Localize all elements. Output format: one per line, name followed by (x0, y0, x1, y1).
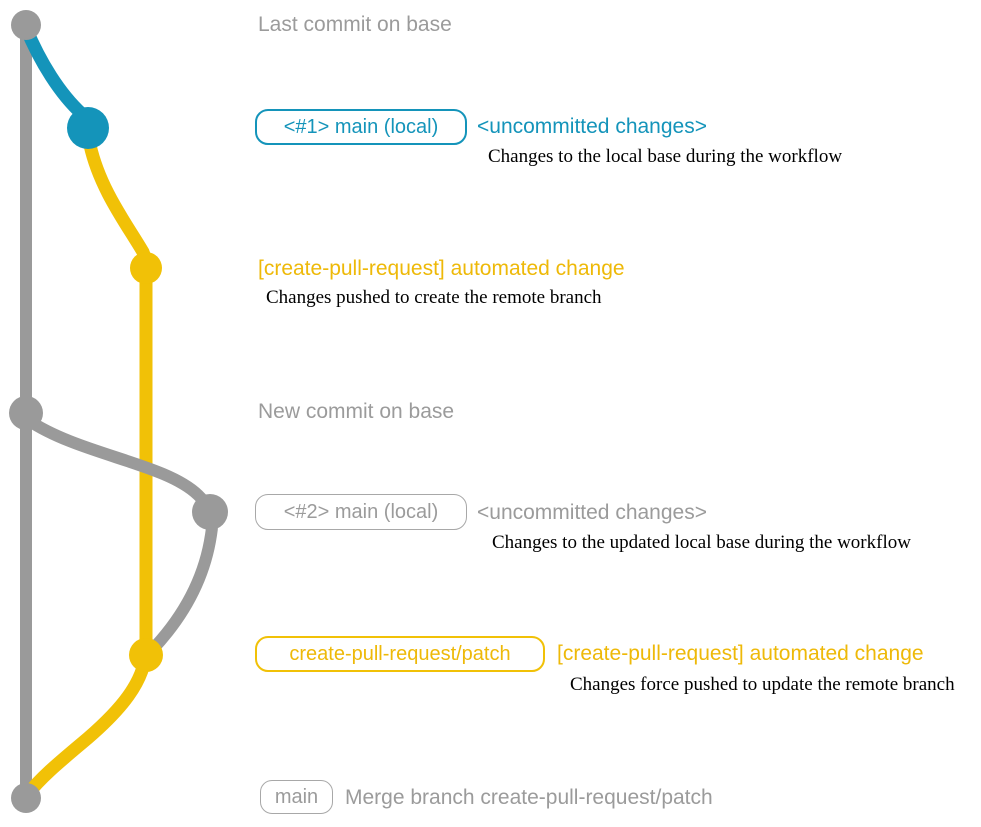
automated-change-label-2: [create-pull-request] automated change (557, 642, 924, 665)
push2-note: Changes force pushed to update the remot… (570, 674, 955, 695)
branch-tag-main: main (260, 780, 333, 814)
commit-node-uncommitted-changes-1 (67, 107, 109, 149)
commit2-note: Changes to the updated local base during… (492, 532, 911, 553)
commit-node-merge-commit (11, 783, 41, 813)
commit-node-new-commit-on-base (9, 396, 43, 430)
local-main-2-branch-line (22, 414, 219, 656)
local-main-branch-line (19, 21, 89, 121)
uncommitted-changes-status-2: <uncommitted changes> (477, 501, 707, 524)
branch-tag-create-pull-request-patch: create-pull-request/patch (255, 636, 545, 672)
commit-node-automated-change-1 (130, 252, 162, 284)
commit-node-automated-change-2 (129, 638, 163, 672)
last-commit-label: Last commit on base (258, 13, 452, 36)
merge-commit-label: Merge branch create-pull-request/patch (345, 786, 713, 809)
patch-branch-line (21, 138, 153, 801)
automated-change-label-1: [create-pull-request] automated change (258, 257, 625, 280)
branch-tag-main-local-1: <#1> main (local) (255, 109, 467, 145)
uncommitted-changes-status-1: <uncommitted changes> (477, 115, 707, 138)
commit1-note: Changes to the local base during the wor… (488, 146, 843, 167)
new-commit-label: New commit on base (258, 400, 455, 423)
push1-note: Changes pushed to create the remote bran… (266, 287, 602, 308)
branch-tag-main-local-2: <#2> main (local) (255, 494, 467, 530)
commit-node-last-commit-on-base (11, 10, 41, 40)
commit-node-uncommitted-changes-2 (192, 494, 228, 530)
